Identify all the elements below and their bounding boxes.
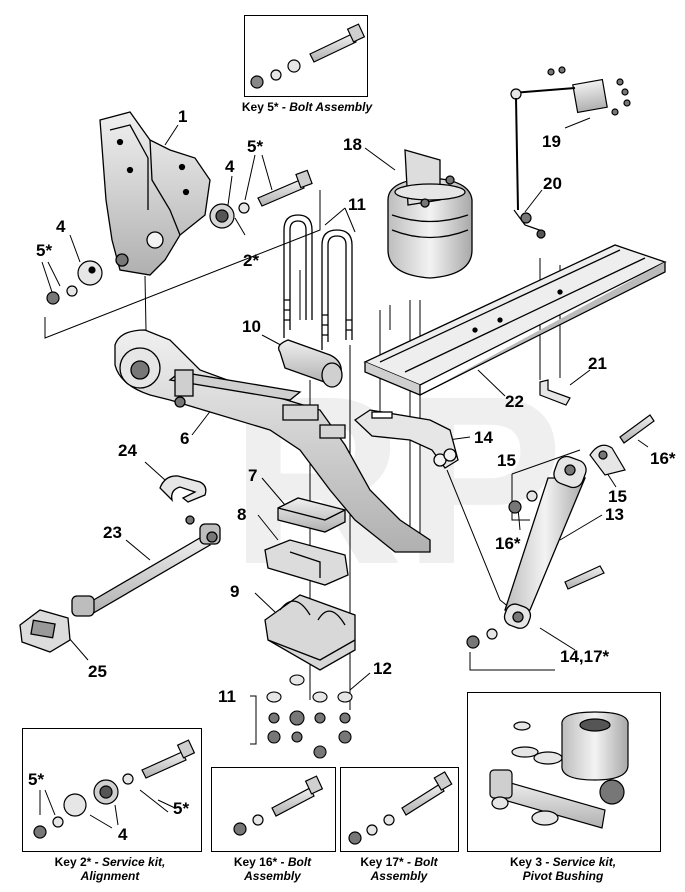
u-bolts: [283, 214, 353, 350]
right-bolt: [257, 179, 305, 207]
callout-13: 13: [605, 505, 624, 524]
key16-caption: Key 16* - Bolt Assembly: [205, 855, 340, 883]
pivot-bushing: [277, 339, 343, 388]
callout-15-right: 15: [608, 487, 627, 506]
spacer-plate: [277, 497, 346, 533]
key5-bolt: [309, 33, 357, 63]
callout-8: 8: [237, 505, 247, 524]
callout-11-top: 11: [348, 195, 366, 214]
key3-caption-title: Service kit,: [552, 855, 617, 869]
callout-18: 18: [343, 135, 362, 154]
key5-caption-prefix: Key 5* -: [241, 100, 290, 114]
right-washer: [238, 202, 250, 214]
key2-parts: [33, 739, 196, 839]
key17-caption-line2: Assembly: [370, 869, 428, 883]
bottom-plate: [264, 594, 356, 671]
callout-15-upper: 15: [497, 451, 516, 470]
key5-washer-1: [270, 69, 282, 81]
key2-caption-prefix: Key 2* -: [54, 855, 102, 869]
key2-inset-frame: [22, 728, 202, 852]
callout-16-left: 16*: [495, 534, 521, 553]
shock-bolts: [466, 414, 655, 649]
frame-rail: [363, 244, 667, 396]
key16-inset-frame: [211, 767, 336, 852]
key17-caption-title: Bolt: [414, 855, 438, 869]
callout-4-left: 4: [56, 217, 66, 236]
key2-caption-title: Service kit,: [101, 855, 166, 869]
axle-seat-bracket: [353, 409, 459, 469]
axle-seat: [264, 539, 349, 586]
key5-bolt-head: [346, 23, 366, 43]
key17-caption: Key 17* - Bolt Assembly: [333, 855, 465, 883]
key17-parts: [348, 771, 453, 845]
key3-caption: Key 3 - Service kit, Pivot Bushing: [470, 855, 656, 883]
key3-inset-frame: [467, 692, 661, 852]
key5-caption: Key 5* - Bolt Assembly: [222, 100, 392, 114]
callout-23: 23: [103, 523, 122, 542]
callout-24: 24: [118, 441, 137, 460]
key17-inset-frame: [340, 767, 459, 852]
key16-parts: [233, 775, 324, 836]
shock-absorber: [503, 455, 587, 629]
air-spring: [387, 149, 473, 279]
key3-caption-line2: Pivot Bushing: [522, 869, 604, 883]
callout-20: 20: [543, 174, 562, 193]
callout-22: 22: [505, 392, 524, 411]
key3-caption-prefix: Key 3 -: [509, 855, 553, 869]
key17-caption-prefix: Key 17* -: [360, 855, 415, 869]
key16-caption-line2: Assembly: [244, 869, 301, 883]
key16-caption-title: Bolt: [287, 855, 312, 869]
key5-nut: [250, 75, 264, 89]
callout-1: 1: [178, 107, 188, 126]
hanger-bracket: [99, 111, 211, 276]
callout-5-left: 5*: [36, 241, 53, 260]
left-nut: [46, 291, 60, 305]
key2-callout-5-left: 5*: [28, 770, 45, 789]
callout-14-17: 14,17*: [560, 647, 610, 666]
key5-bolt-assembly: [250, 23, 366, 89]
callout-10: 10: [242, 317, 261, 336]
callout-21: 21: [588, 354, 607, 373]
alignment-parts-left: [46, 260, 103, 305]
track-rod-bracket: [19, 609, 71, 653]
key5-washer-2: [287, 59, 301, 73]
key2-caption-line2: Alignment: [80, 869, 140, 883]
callout-2: 2*: [243, 251, 260, 270]
left-eccentric-washer: [77, 260, 103, 286]
alignment-parts-right: [209, 169, 313, 229]
callout-16-right: 16*: [650, 449, 676, 468]
bracket-21: [539, 379, 571, 406]
key2-callout-5-right: 5*: [173, 799, 190, 818]
height-control-valve: [510, 66, 631, 239]
callout-6: 6: [180, 429, 190, 448]
key16-caption-prefix: Key 16* -: [233, 855, 288, 869]
callout-11-bottom: 11: [218, 687, 236, 706]
nut-washer-set: [266, 674, 353, 759]
key5-inset-frame: [244, 15, 368, 97]
leaf-spring-beam: [114, 329, 431, 553]
left-washer: [66, 285, 78, 297]
key2-callout-4: 4: [118, 825, 128, 844]
callout-19: 19: [542, 132, 561, 151]
callout-14: 14: [474, 428, 493, 447]
callout-4-top: 4: [225, 157, 235, 176]
callout-9: 9: [230, 582, 240, 601]
key2-caption: Key 2* - Service kit, Alignment: [20, 855, 200, 883]
key3-parts: [489, 711, 629, 829]
callout-25: 25: [88, 662, 107, 681]
key5-caption-title: Bolt Assembly: [289, 100, 373, 114]
callout-7: 7: [248, 466, 258, 485]
callout-5-top: 5*: [247, 137, 264, 156]
track-rod: [71, 475, 221, 617]
callout-12: 12: [373, 659, 392, 678]
